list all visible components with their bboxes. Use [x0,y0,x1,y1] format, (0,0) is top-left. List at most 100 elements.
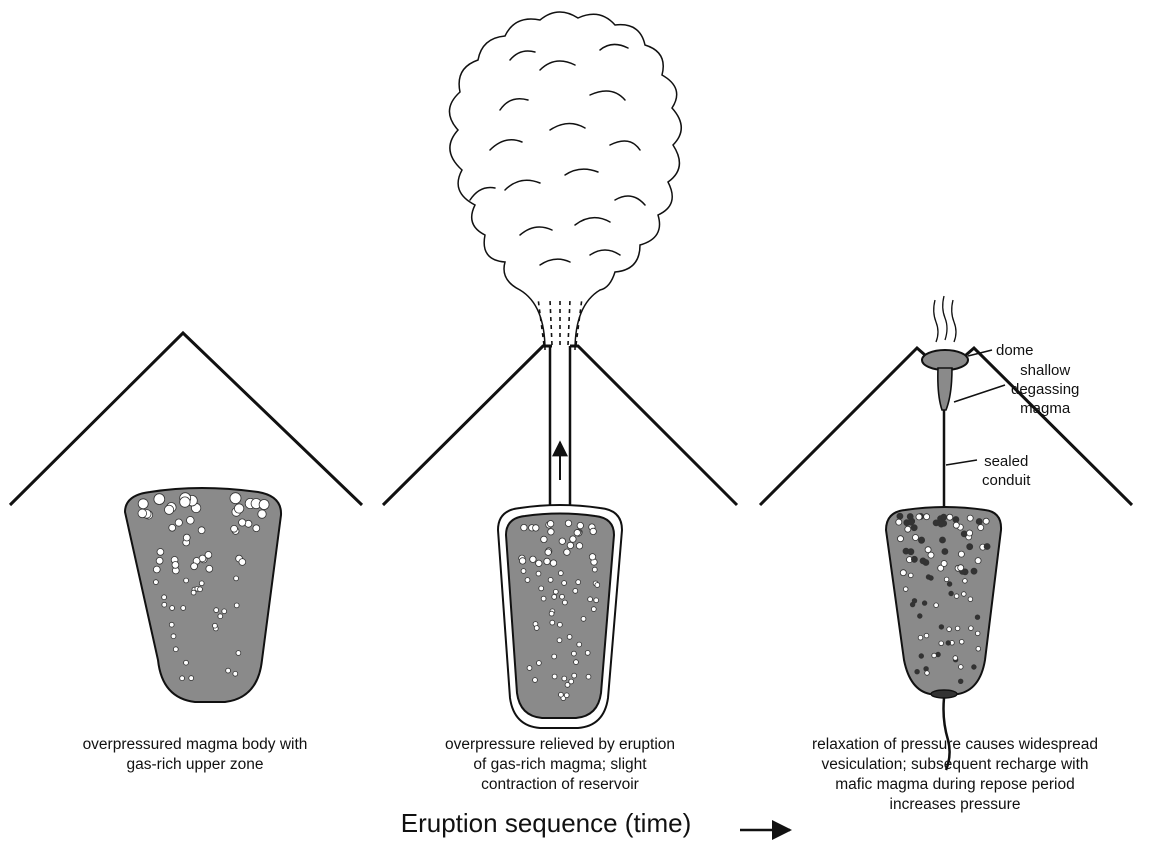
gas-bubble [259,500,269,510]
gas-bubble [949,591,954,596]
gas-bubble [563,600,568,605]
gas-bubble [962,592,967,597]
gas-bubble [138,509,147,518]
gas-bubble [533,678,538,683]
gas-bubble [913,535,919,541]
gas-bubble [911,556,917,562]
gas-bubble [162,595,167,600]
gas-bubble [595,583,600,588]
gas-bubble [558,622,563,627]
gas-bubble [170,606,175,611]
gas-bubble [169,524,176,531]
gas-bubble [187,517,195,525]
magma-body-3 [886,507,1001,694]
gas-bubble [548,529,554,535]
gas-bubble [553,589,558,594]
gas-bubble [567,542,573,548]
gas-bubble [572,673,577,678]
gas-bubble [180,497,190,507]
gas-bubble [978,525,984,531]
gas-bubble [903,587,908,592]
gas-bubble [558,571,563,576]
gas-bubble [239,559,246,566]
gas-bubble [539,586,544,591]
gas-bubble [975,631,980,636]
gas-bubble [953,656,958,661]
gas-bubble [154,580,159,585]
gas-bubble [976,647,981,652]
gas-bubble [154,494,165,505]
gas-bubble [172,562,179,569]
gas-bubble [559,538,565,544]
gas-bubble [586,674,591,679]
gas-bubble [258,510,266,518]
gas-bubble [969,626,974,631]
gas-bubble [574,530,580,536]
gas-bubble [570,536,576,542]
gas-bubble [547,521,553,527]
gas-bubble [947,582,952,587]
gas-bubble [924,514,930,520]
gas-bubble [536,571,541,576]
gas-bubble [912,599,917,604]
gas-bubble [567,635,572,640]
gas-bubble [560,594,565,599]
gas-bubble [534,626,539,631]
gas-bubble [559,692,564,697]
gas-bubble [191,563,198,570]
gas-bubble [565,683,570,688]
gas-bubble [908,519,914,525]
gas-bubble [550,620,555,625]
gas-bubble [564,549,570,555]
gas-bubble [898,536,904,542]
gas-bubble [983,518,989,524]
gas-bubble [585,651,590,656]
gas-bubble [564,693,569,698]
gas-bubble [184,578,189,583]
gas-bubble [545,549,551,555]
gas-bubble [519,558,525,564]
footer-title-row: Eruption sequence (time) [0,808,1150,839]
gas-bubble [253,525,260,532]
lava-dome [922,350,968,370]
gas-bubble [961,531,967,537]
gas-bubble [173,647,178,652]
gas-bubble [976,519,982,525]
gas-bubble [572,651,577,656]
recharge-inlet [931,690,957,698]
gas-bubble [536,560,542,566]
caption-panel-2: overpressure relieved by eruption of gas… [395,735,725,795]
gas-bubble [953,517,959,523]
gas-bubble [915,669,920,674]
gas-bubble [972,665,977,670]
gas-bubble [918,614,923,619]
gas-bubble [897,513,903,519]
gas-bubble [968,597,973,602]
gas-bubble [181,606,186,611]
gas-bubble [971,568,977,574]
gas-bubble [171,634,176,639]
gas-bubble [975,615,980,620]
panel-2 [383,12,737,728]
gas-bubble [589,554,595,560]
gas-bubble [541,596,546,601]
gas-bubble [549,611,554,616]
gas-bubble [198,527,205,534]
gas-bubble [525,578,530,583]
gas-bubble [233,671,238,676]
gas-bubble [214,608,219,613]
gas-bubble [939,641,944,646]
gas-bubble [175,519,182,526]
gas-bubble [533,525,539,531]
gas-bubble [967,530,973,536]
gas-bubble [198,587,203,592]
gas-bubble [916,514,922,520]
gas-bubble [562,581,567,586]
gas-bubble [954,594,959,599]
gas-bubble [581,617,586,622]
gas-bubble [963,579,968,584]
gas-bubble [907,514,913,520]
gas-bubble [594,598,599,603]
degassing-leader [954,385,1005,402]
